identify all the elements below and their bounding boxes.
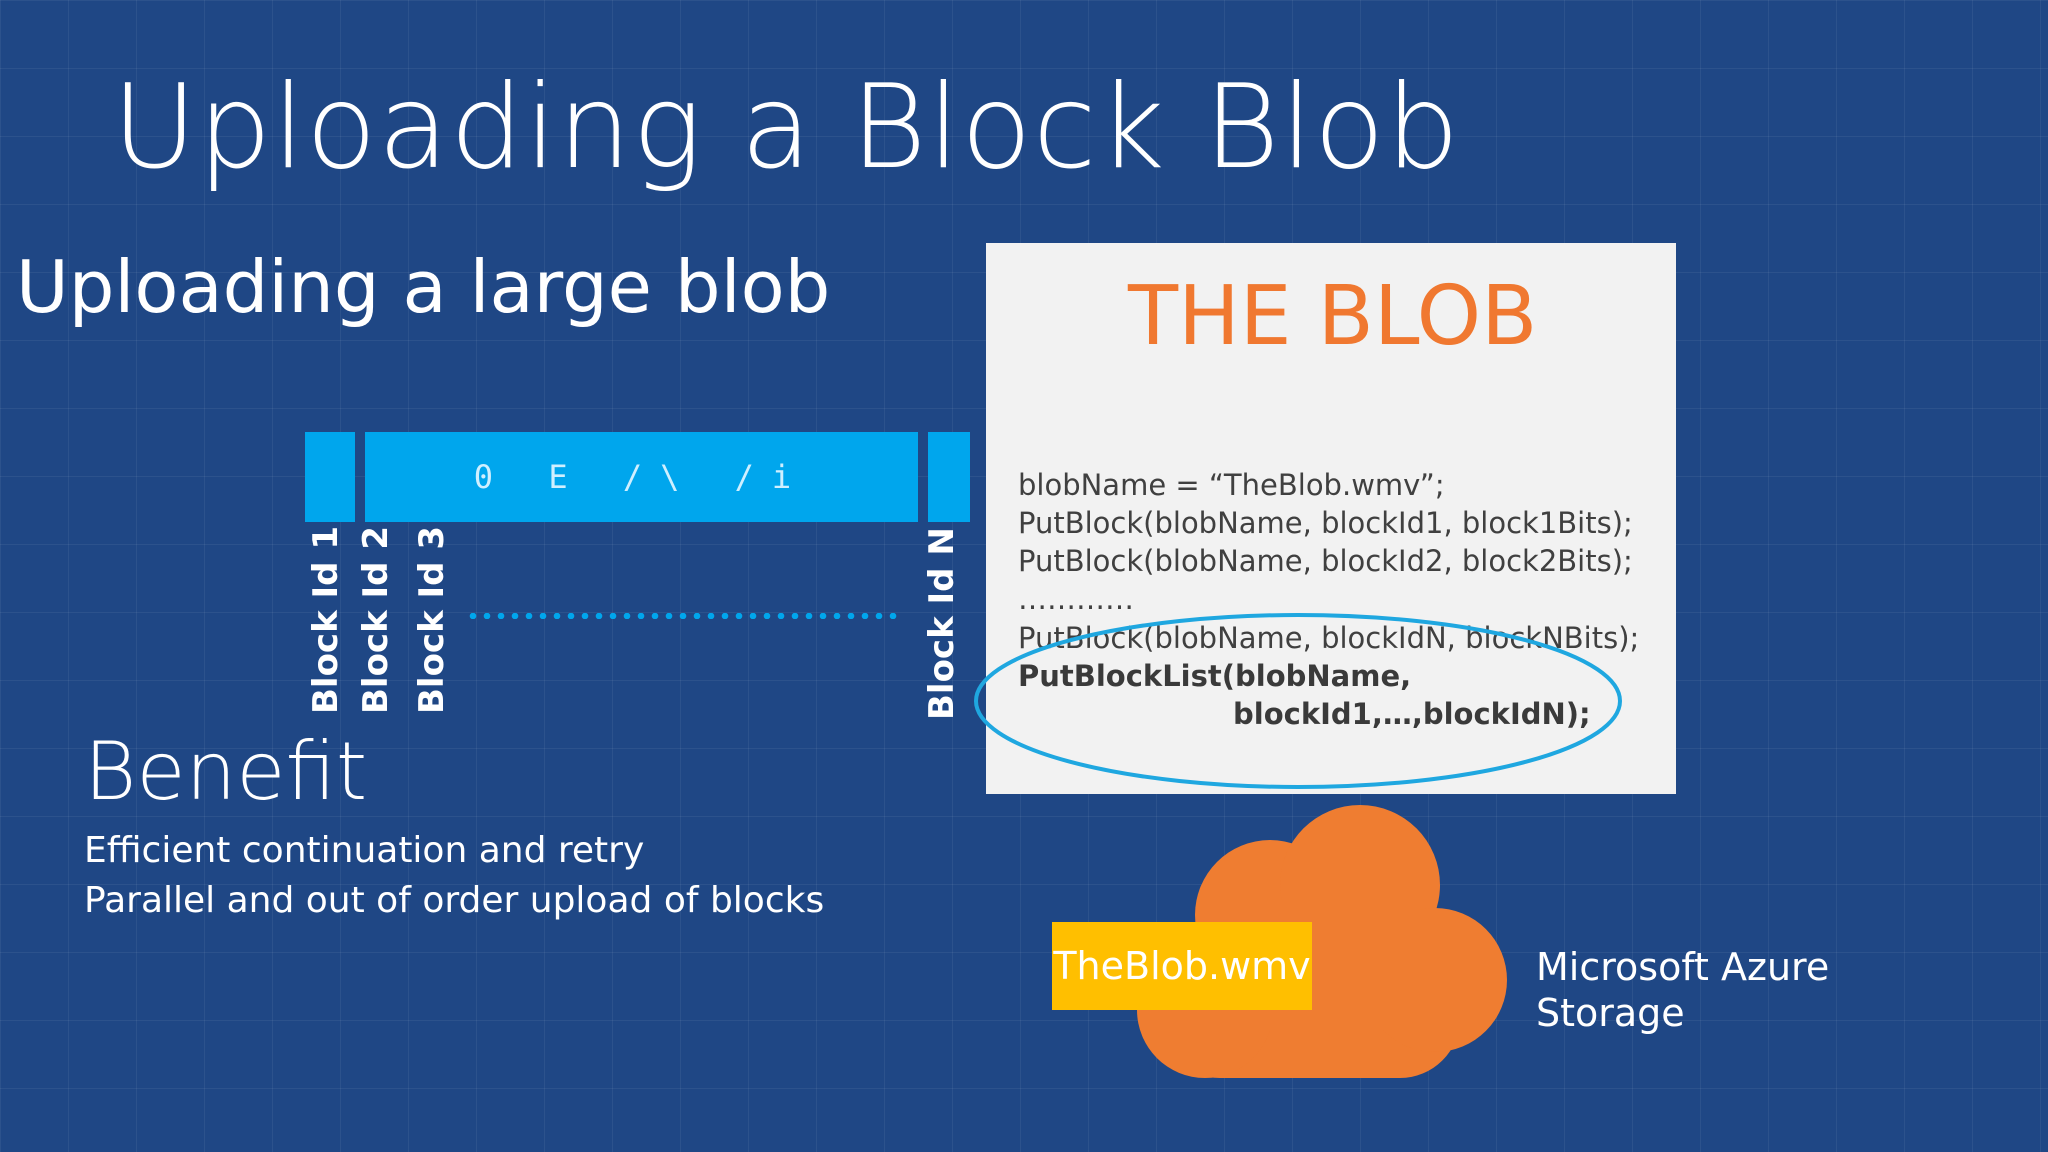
code-line-2: PutBlock(blobName, blockId1, block1Bits)…	[1018, 506, 1633, 540]
benefit-item-1: Efficient continuation and retry	[84, 830, 645, 871]
azure-label-line2: Storage	[1536, 991, 1685, 1035]
benefit-title: Benefit	[84, 725, 368, 818]
blob-file-box: TheBlob.wmv	[1052, 922, 1312, 1010]
azure-storage-label: Microsoft Azure Storage	[1536, 944, 1829, 1036]
slide-title: Uploading a Block Blob	[112, 60, 1461, 195]
block-label-2: Block Id 2	[356, 525, 396, 714]
benefit-item-2: Parallel and out of order upload of bloc…	[84, 880, 825, 921]
block-middle: 0 E /\ /i	[365, 432, 918, 522]
code-line-putblocklist: PutBlockList(blobName,	[1018, 659, 1412, 693]
code-line-ellipsis: …………	[1018, 582, 1134, 616]
dotted-connector	[466, 613, 902, 619]
bar-glyphs: 0 E /\ /i	[473, 458, 810, 496]
code-line-1: blobName = “TheBlob.wmv”;	[1018, 468, 1445, 502]
blob-heading: THE BLOB	[1128, 269, 1538, 364]
block-label-1: Block Id 1	[306, 525, 346, 714]
slide-subtitle: Uploading a large blob	[16, 245, 831, 329]
code-line-5: PutBlock(blobName, blockIdN, blockNBits)…	[1018, 621, 1640, 655]
highlight-ellipse	[974, 613, 1622, 789]
code-line-3: PutBlock(blobName, blockId2, block2Bits)…	[1018, 544, 1633, 578]
block-n	[928, 432, 970, 522]
code-line-putblocklist-args: blockId1,…,blockIdN);	[1233, 697, 1591, 731]
code-panel	[986, 243, 1676, 794]
azure-label-line1: Microsoft Azure	[1536, 945, 1830, 989]
block-1	[305, 432, 355, 522]
block-label-n: Block Id N	[922, 527, 962, 720]
block-label-3: Block Id 3	[412, 525, 452, 714]
